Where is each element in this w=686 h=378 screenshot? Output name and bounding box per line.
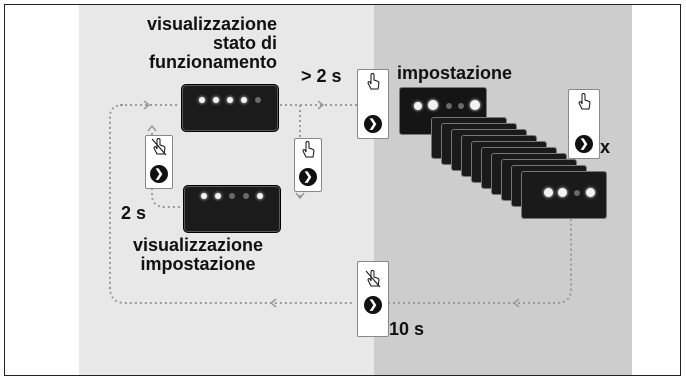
- arrowhead-right-2: [317, 100, 325, 110]
- label-x: x: [600, 137, 611, 157]
- chevron-right-icon: ❯: [575, 135, 593, 153]
- led-bright: [428, 100, 438, 110]
- press-card-right[interactable]: ❯: [568, 89, 600, 159]
- hand-press-icon: [578, 93, 591, 110]
- led: [201, 193, 207, 199]
- press-card-middle[interactable]: ❯: [294, 138, 322, 192]
- timeout-card-bottom: ❯: [357, 261, 389, 337]
- led-bright: [586, 188, 595, 197]
- led-off: [243, 193, 249, 199]
- path-bottom-loop: [109, 104, 353, 304]
- led-off: [229, 193, 235, 199]
- device-operating-state: [181, 84, 279, 132]
- led: [199, 97, 205, 103]
- led-bright: [470, 100, 480, 110]
- diagram-frame: visualizzazione stato di funzionamento >…: [4, 4, 681, 376]
- press-card-top[interactable]: ❯: [357, 69, 389, 139]
- chevron-right-icon: ❯: [299, 168, 317, 186]
- arrowhead-up: [147, 124, 157, 132]
- led: [213, 97, 219, 103]
- chevron-right-icon: ❯: [364, 296, 382, 314]
- led-off: [446, 103, 452, 109]
- arrowhead-left-2: [512, 298, 520, 308]
- device-setting-view: [183, 185, 281, 233]
- arrowhead-left-1: [269, 298, 277, 308]
- label-setting-view: visualizzazione impostazione: [132, 235, 264, 274]
- device-setting-last: [521, 171, 607, 219]
- label-10s: 10 s: [389, 319, 425, 339]
- arrowhead-down: [295, 192, 305, 200]
- led-off: [255, 97, 261, 103]
- arrowhead-right-1: [143, 100, 151, 110]
- led-off: [458, 103, 464, 109]
- led: [227, 97, 233, 103]
- led: [215, 193, 221, 199]
- path-bottom-right: [388, 219, 572, 304]
- hand-press-icon: [302, 141, 315, 158]
- label-operating-state: visualizzazione stato di funzionamento: [146, 14, 277, 72]
- path-left-inner: [151, 133, 181, 208]
- hand-crossed-icon: [151, 138, 167, 156]
- label-gt2s: > 2 s: [301, 66, 342, 86]
- label-2s: 2 s: [121, 203, 147, 223]
- settings-stack: [395, 83, 607, 223]
- label-setting: impostazione: [397, 63, 513, 83]
- led: [241, 97, 247, 103]
- chevron-right-icon: ❯: [364, 115, 382, 133]
- led-bright: [414, 102, 422, 110]
- hand-press-icon: [367, 73, 380, 90]
- chevron-right-icon: ❯: [150, 165, 168, 183]
- led-bright: [544, 188, 553, 197]
- led: [257, 193, 263, 199]
- led-bright: [558, 188, 567, 197]
- led-off: [574, 190, 580, 196]
- hold-card-left: ❯: [145, 135, 173, 189]
- hand-crossed-icon: [365, 270, 381, 288]
